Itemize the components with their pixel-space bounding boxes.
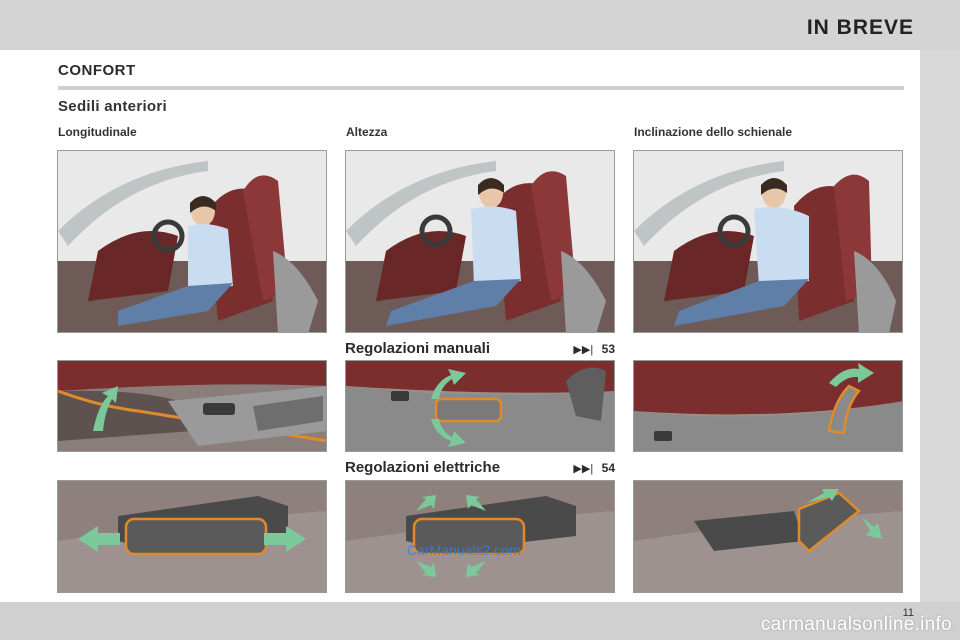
photo-electric-backrest-switch (633, 480, 903, 593)
reference-electric-label: Regolazioni elettriche (345, 459, 501, 476)
photo-manual-backrest-lever (633, 360, 903, 452)
reference-manual-label: Regolazioni manuali (345, 340, 491, 357)
subsection-title: Sedili anteriori (58, 98, 167, 115)
photo-longitudinal-adjust (57, 150, 327, 333)
header-band (0, 0, 960, 50)
column-label-height: Altezza (346, 125, 388, 139)
reference-manual-page: 53 (601, 342, 615, 356)
column-label-longitudinal: Longitudinale (58, 125, 137, 139)
reference-electric-adjustments[interactable]: Regolazioni elettriche ▶▶| 54 (345, 459, 615, 477)
section-divider (58, 86, 904, 90)
photo-height-adjust (345, 150, 615, 333)
photo-manual-height-lever (345, 360, 615, 452)
chapter-title: IN BREVE (806, 16, 914, 39)
page-link-icon: ▶▶| (573, 344, 594, 356)
page-number: 11 (902, 607, 914, 619)
column-label-backrest: Inclinazione dello schienale (634, 125, 793, 139)
section-title: CONFORT (58, 62, 136, 79)
footer-band (0, 602, 960, 640)
photo-backrest-adjust (633, 150, 903, 333)
footer-watermark[interactable]: carmanualsonline.info (760, 614, 952, 635)
photo-manual-longitudinal-bar (57, 360, 327, 452)
overlay-watermark: CarManuals2.com (407, 542, 521, 558)
reference-electric-page: 54 (601, 461, 615, 475)
page-link-icon: ▶▶| (573, 463, 594, 475)
reference-manual-adjustments[interactable]: Regolazioni manuali ▶▶| 53 (345, 340, 615, 358)
photo-electric-longitudinal-switch (57, 480, 327, 593)
photo-electric-height-switch (345, 480, 615, 593)
